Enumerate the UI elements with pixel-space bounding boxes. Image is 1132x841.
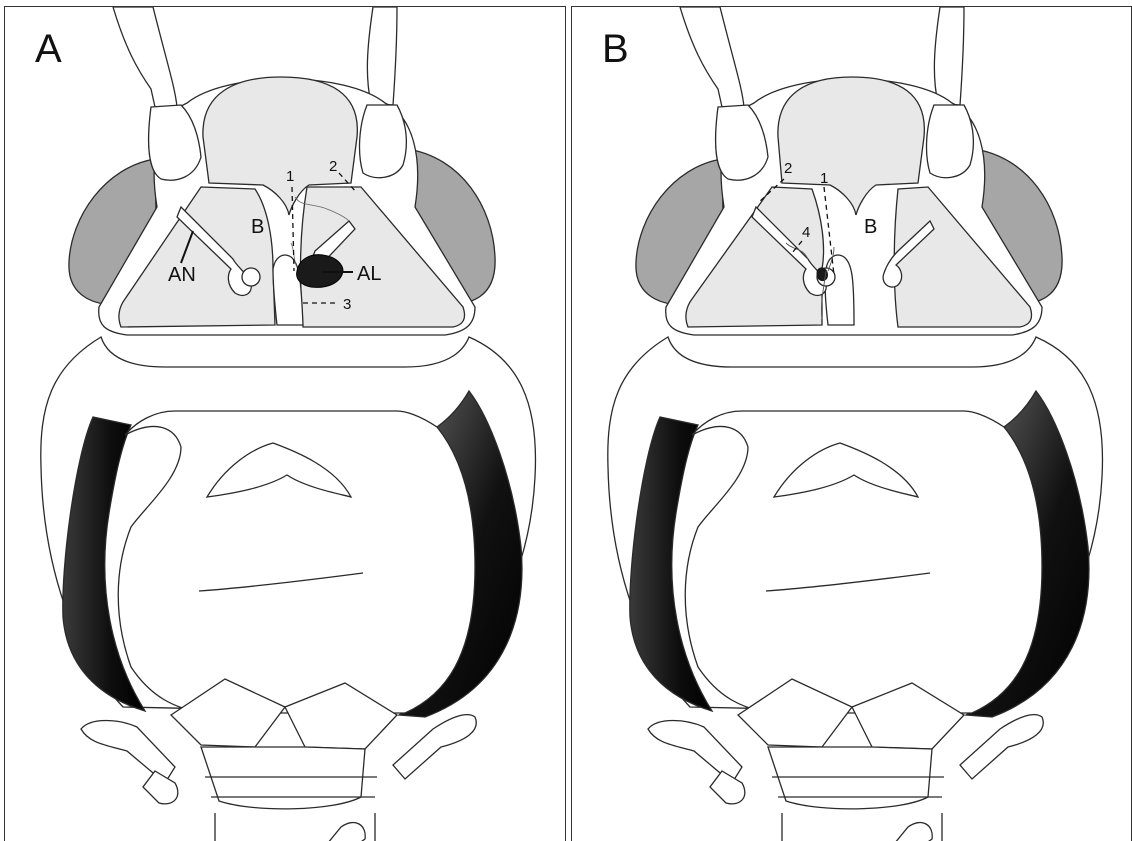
antennal-lobe-left xyxy=(242,268,260,286)
mouthparts xyxy=(768,747,932,809)
leg-left xyxy=(648,721,742,784)
label-1: 1 xyxy=(286,168,294,185)
midline-lobe xyxy=(825,255,854,325)
leg-right-tip xyxy=(323,823,365,841)
label-2: 2 xyxy=(784,160,792,177)
socket-right xyxy=(360,105,407,178)
antenna-left xyxy=(680,7,744,107)
label-1: 1 xyxy=(820,170,828,187)
leg-left-tip xyxy=(143,771,178,804)
leg-right xyxy=(393,715,476,779)
leg-right xyxy=(960,715,1043,779)
label-3: 3 xyxy=(343,296,351,313)
antenna-right xyxy=(367,7,397,105)
label-4: 4 xyxy=(802,224,810,241)
leg-left xyxy=(81,721,175,784)
label-brain: B xyxy=(251,216,264,238)
panel-b: B xyxy=(571,6,1132,841)
antenna-left xyxy=(113,7,177,107)
label-2: 2 xyxy=(329,158,337,175)
leg-left-tip xyxy=(710,771,745,804)
panel-a: A xyxy=(4,6,566,841)
label-al: AL xyxy=(357,263,381,285)
socket-right xyxy=(927,105,974,178)
head-diagram-b: B 1 2 4 xyxy=(572,7,1132,841)
mouthparts xyxy=(201,747,365,809)
label-brain: B xyxy=(864,216,877,238)
head-diagram-a: B AN AL 1 2 3 xyxy=(5,7,566,841)
label-an: AN xyxy=(168,264,196,286)
leg-right-tip xyxy=(890,823,932,841)
antenna-right xyxy=(934,7,964,105)
